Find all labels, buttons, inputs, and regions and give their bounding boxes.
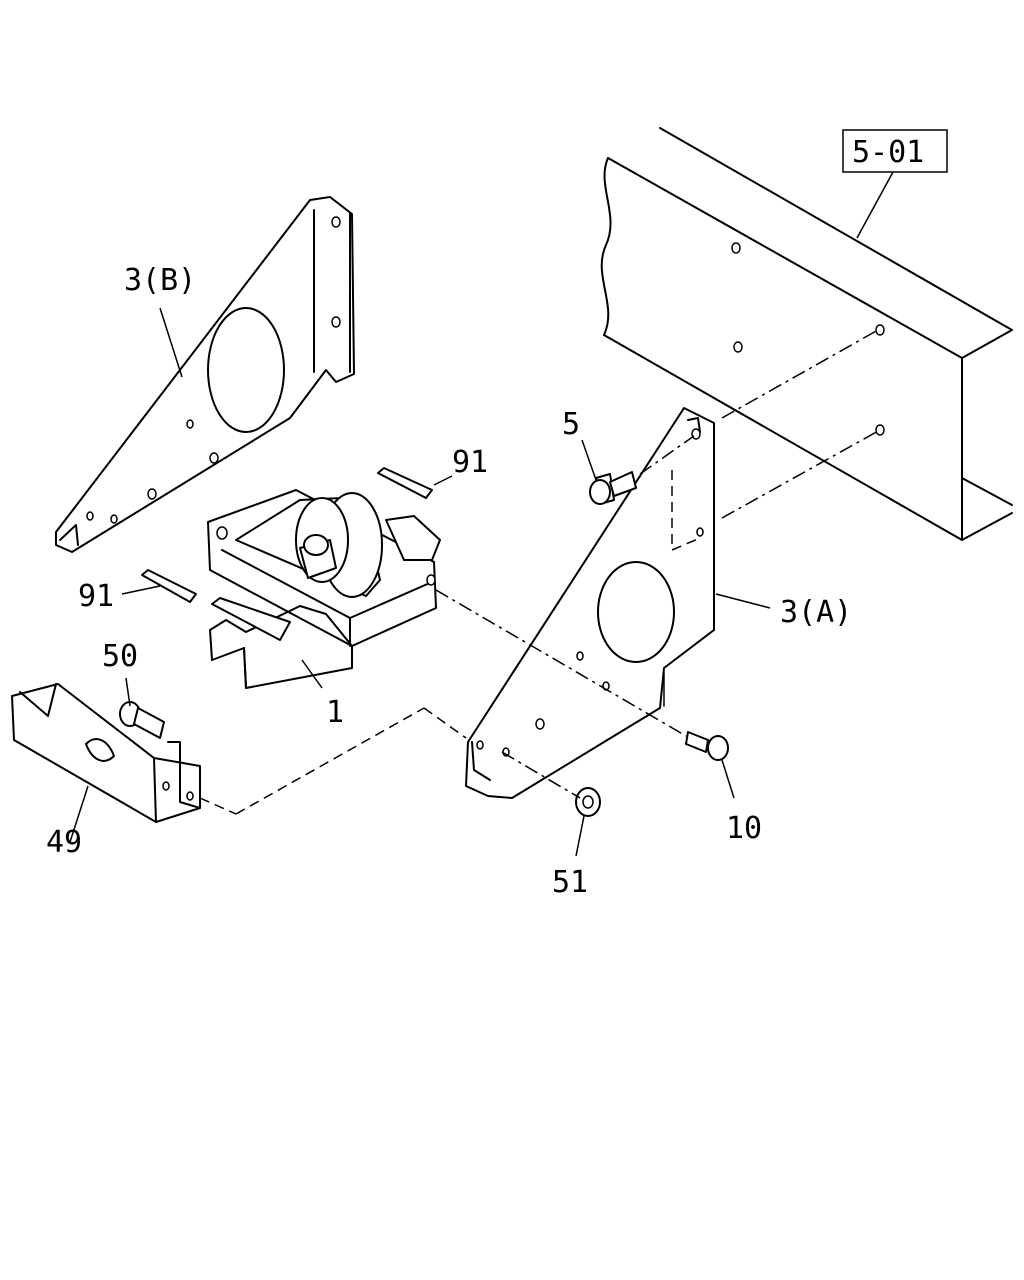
bracket-3a	[465, 407, 771, 799]
callout-1: 1	[326, 695, 344, 730]
bolt-10	[685, 731, 735, 799]
callout-10: 10	[726, 811, 762, 846]
cover-bracket	[11, 683, 201, 843]
callout-3b: 3(B)	[124, 263, 196, 298]
frame-rail	[600, 127, 1013, 541]
reference-box[interactable]: 5-01	[842, 129, 948, 239]
callout-51: 51	[552, 865, 588, 900]
bolt-50	[119, 677, 181, 765]
callout-49: 49	[46, 825, 82, 860]
assembly-lines	[199, 329, 881, 815]
shim-lower	[121, 569, 197, 603]
callout-91-upper: 91	[452, 445, 488, 480]
nut-51	[575, 787, 601, 857]
callout-50: 50	[102, 639, 138, 674]
bolt-5	[581, 439, 637, 505]
reference-label: 5-01	[852, 135, 924, 170]
callout-91-lower: 91	[78, 579, 114, 614]
engine-mount	[207, 489, 441, 689]
shim-upper	[377, 467, 453, 499]
callout-3a: 3(A)	[780, 595, 852, 630]
bracket-3b	[55, 196, 355, 553]
callout-5: 5	[562, 407, 580, 442]
